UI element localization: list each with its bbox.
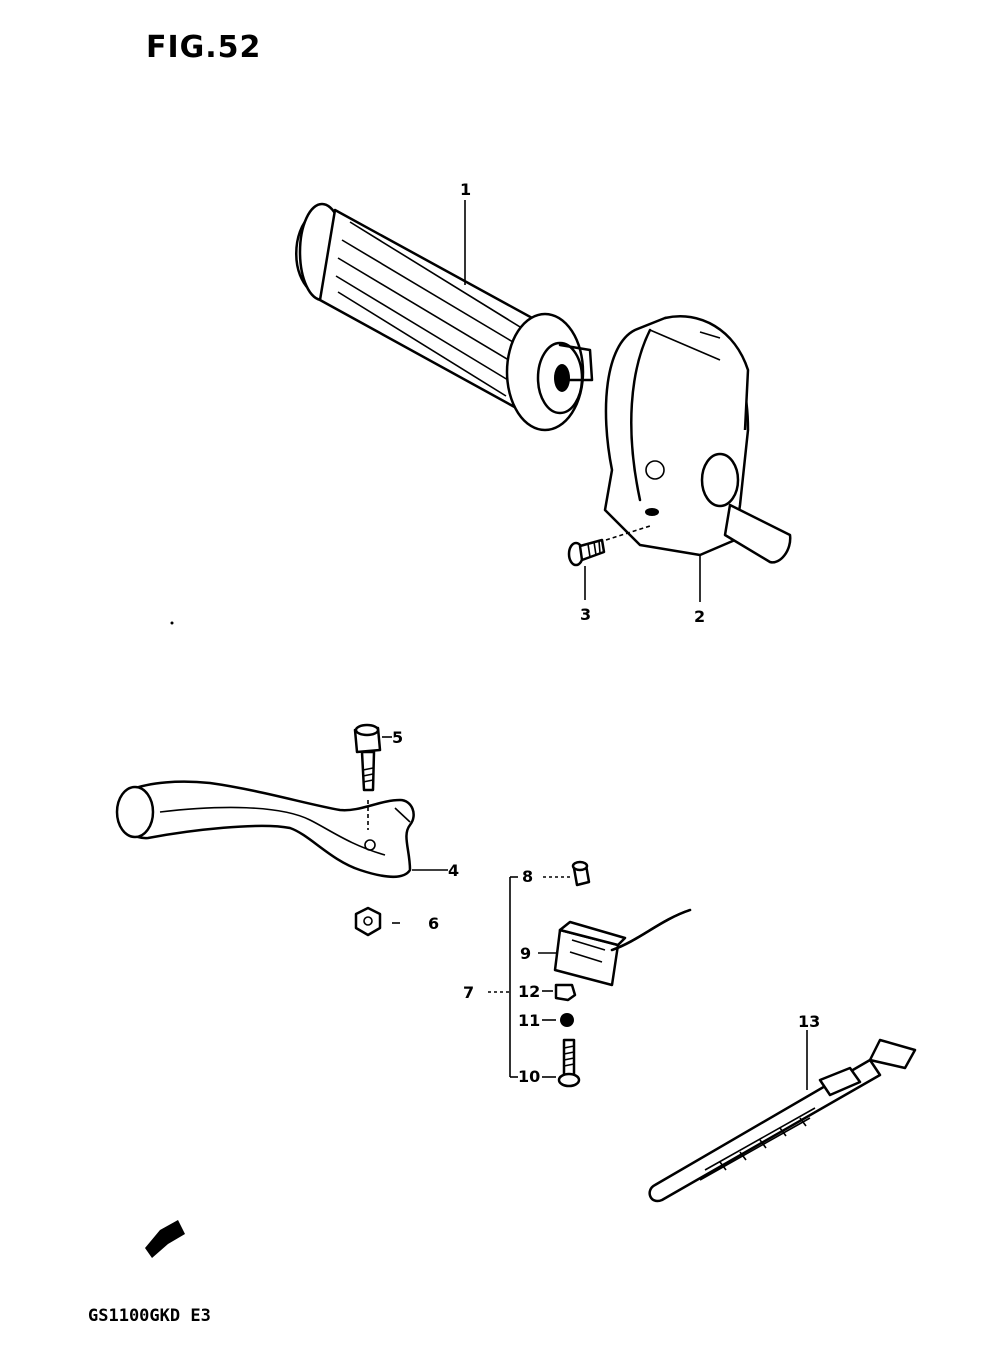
part-5-pivot-bolt[interactable] (353, 723, 392, 830)
part-11-nut[interactable] (542, 1013, 574, 1027)
part-7-bracket (488, 876, 518, 1078)
figure-title: FIG.52 (146, 30, 262, 65)
callout-7: 7 (463, 983, 474, 1002)
part-10-screw[interactable] (542, 1038, 581, 1088)
callout-2: 2 (694, 607, 705, 626)
front-arrow-icon (145, 1220, 185, 1258)
part-9-stop-switch[interactable] (538, 908, 692, 987)
part-13-band[interactable] (648, 1030, 917, 1203)
part-4-lever[interactable] (115, 780, 448, 878)
callout-10: 10 (518, 1067, 540, 1086)
stray-dot (170, 621, 174, 625)
part-12-spacer[interactable] (542, 983, 577, 1002)
callout-3: 3 (580, 605, 591, 624)
callout-4: 4 (448, 861, 459, 880)
callout-1: 1 (460, 180, 471, 199)
callout-5: 5 (392, 728, 403, 747)
part-8-screw[interactable] (543, 860, 591, 887)
callout-6: 6 (428, 914, 439, 933)
callout-12: 12 (518, 982, 540, 1001)
callout-8: 8 (522, 867, 533, 886)
callout-13: 13 (798, 1012, 820, 1031)
part-6-nut[interactable] (354, 906, 400, 937)
callout-9: 9 (520, 944, 531, 963)
part-1-grip[interactable] (295, 202, 594, 432)
part-2-switch-housing[interactable] (603, 315, 792, 564)
model-code-footer: GS1100GKD E3 (88, 1306, 211, 1326)
callout-11: 11 (518, 1011, 540, 1030)
part-3-screw[interactable] (567, 525, 651, 567)
